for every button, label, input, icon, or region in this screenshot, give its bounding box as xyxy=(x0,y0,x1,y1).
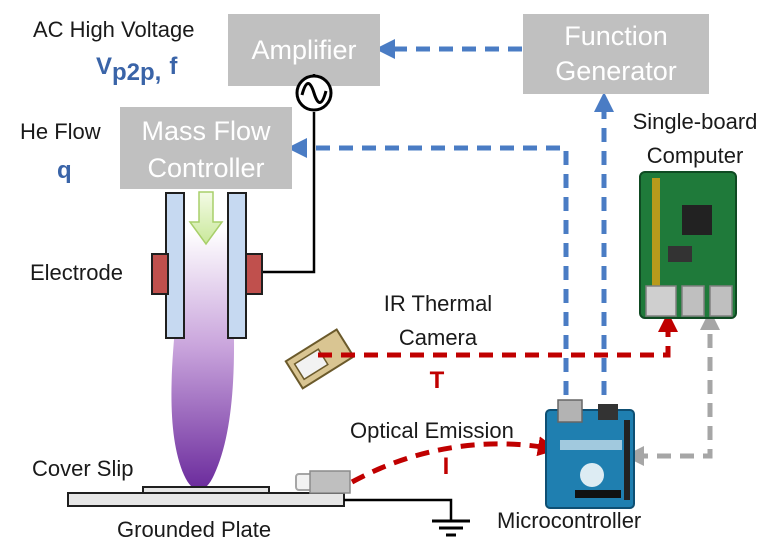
ground-icon xyxy=(432,519,470,537)
amplifier-box: Amplifier xyxy=(228,14,380,86)
grounded-plate xyxy=(67,492,345,507)
mass-flow-controller-box: Mass Flow Controller xyxy=(120,107,292,189)
mfc-label-2: Controller xyxy=(147,153,264,183)
sbc-label-1: Single-board xyxy=(633,109,758,134)
camera-to-computer-link xyxy=(318,312,678,358)
flow-arrow-icon xyxy=(188,191,224,246)
ir-camera xyxy=(284,328,355,390)
ir-camera-label-2: Camera xyxy=(399,325,478,350)
intensity-i-label: I xyxy=(443,453,450,480)
plasma-jet xyxy=(151,191,263,490)
ir-camera-label-1: IR Thermal xyxy=(384,291,492,316)
single-board-computer xyxy=(639,171,737,319)
probe-to-mcu-link xyxy=(350,436,558,485)
microcontroller-label: Microcontroller xyxy=(497,508,641,533)
optical-emission-label: Optical Emission xyxy=(350,418,514,443)
vp2p-v: V xyxy=(96,53,112,80)
grounded-plate-label: Grounded Plate xyxy=(117,517,271,542)
electrode-label: Electrode xyxy=(30,260,123,285)
substrate xyxy=(67,486,345,507)
vp2p-f-label: Vp2p, f xyxy=(96,53,178,86)
he-flow-label: He Flow xyxy=(20,119,101,144)
freq-f: f xyxy=(169,53,178,80)
function-generator-box: Function Generator xyxy=(523,14,709,94)
gray-data-link xyxy=(624,310,720,466)
ground-wire xyxy=(344,498,453,520)
electrode-left xyxy=(151,253,169,295)
mfc-label-1: Mass Flow xyxy=(141,116,271,146)
sbc-label-2: Computer xyxy=(647,143,744,168)
flow-q-label: q xyxy=(57,157,72,184)
temperature-t-label: T xyxy=(430,367,445,394)
ac-high-voltage-label: AC High Voltage xyxy=(33,17,194,42)
electrode-right xyxy=(245,253,263,295)
optical-probe xyxy=(295,470,351,494)
mcu-to-mfc-link xyxy=(287,138,569,418)
tube-wall-right xyxy=(227,192,247,339)
plasma-plume xyxy=(171,230,235,490)
function-generator-label-1: Function xyxy=(564,21,668,51)
blue-control-links xyxy=(287,39,614,418)
mcu-computer-link xyxy=(624,310,720,466)
vp2p-sub: p2p, xyxy=(112,59,161,86)
cover-slip-label: Cover Slip xyxy=(32,456,133,481)
function-generator-label-2: Generator xyxy=(555,56,677,86)
amplifier-label: Amplifier xyxy=(251,35,356,65)
ac-source-icon xyxy=(295,74,333,112)
microcontroller-board xyxy=(545,399,635,509)
